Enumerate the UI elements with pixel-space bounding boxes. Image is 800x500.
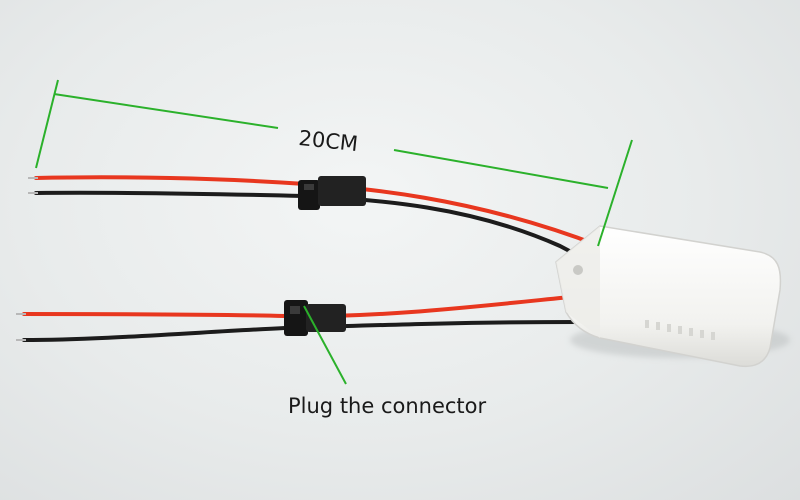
upper-connector-icon xyxy=(298,176,366,210)
led-driver-box xyxy=(555,225,782,368)
lower-connector-icon xyxy=(284,300,346,336)
dimension-line-left xyxy=(53,93,279,129)
connector-pointer-line xyxy=(303,305,347,385)
mounting-hole xyxy=(573,265,583,275)
length-dimension-lines xyxy=(35,79,633,247)
dimension-line-right xyxy=(393,149,609,189)
dimension-right-tick xyxy=(597,139,633,247)
vent-slots xyxy=(645,320,715,340)
connector-caption: Plug the connector xyxy=(288,394,487,418)
